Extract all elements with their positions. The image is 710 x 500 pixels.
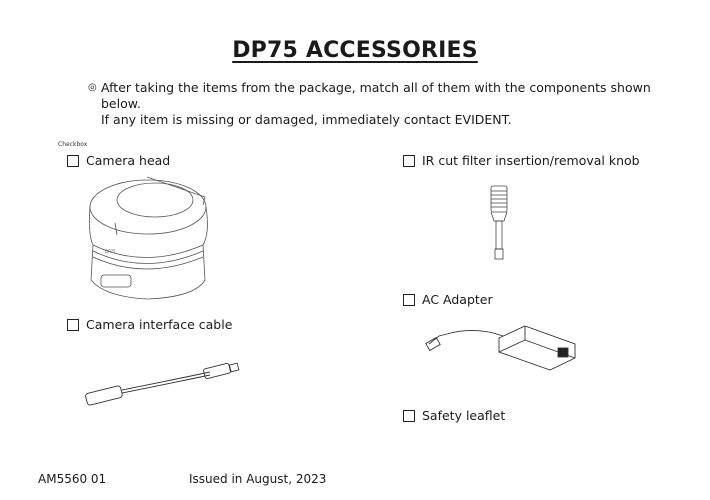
issue-date: Issued in August, 2023 — [189, 472, 327, 486]
ac-adapter-illustration — [425, 325, 576, 371]
item-label: Camera interface cable — [86, 317, 233, 332]
item-label: Camera head — [86, 153, 171, 168]
bullet-icon: ◎ — [88, 82, 97, 93]
checkbox-caption: Checkbox — [58, 141, 88, 148]
item-safety-leaflet[interactable]: Safety leaflet — [403, 408, 505, 423]
camera-mark: DP75 — [105, 249, 116, 254]
item-camera-head[interactable]: Camera head — [67, 153, 170, 168]
checkbox[interactable] — [67, 318, 79, 331]
item-ir-cut-knob[interactable]: IR cut filter insertion/removal knob — [403, 153, 640, 168]
item-label: IR cut filter insertion/removal knob — [422, 153, 640, 168]
page-title: DP75 ACCESSORIES — [232, 38, 478, 63]
checkbox[interactable] — [403, 409, 415, 422]
item-ac-adapter[interactable]: AC Adapter — [403, 292, 493, 307]
ir-knob-illustration — [490, 185, 508, 260]
checkbox[interactable] — [403, 293, 415, 306]
intro-line-2: If any item is missing or damaged, immed… — [101, 112, 512, 127]
camera-head-illustration: DP75 — [89, 176, 208, 300]
item-label: Safety leaflet — [422, 408, 506, 423]
checkbox[interactable] — [403, 154, 415, 167]
intro-text: ◎ After taking the items from the packag… — [88, 80, 658, 128]
item-label: AC Adapter — [422, 292, 493, 307]
checkbox[interactable] — [67, 154, 79, 167]
item-camera-interface-cable[interactable]: Camera interface cable — [67, 317, 232, 332]
intro-line-1: After taking the items from the package,… — [101, 80, 651, 111]
cable-illustration — [85, 362, 240, 406]
document-code: AM5560 01 — [38, 472, 107, 486]
